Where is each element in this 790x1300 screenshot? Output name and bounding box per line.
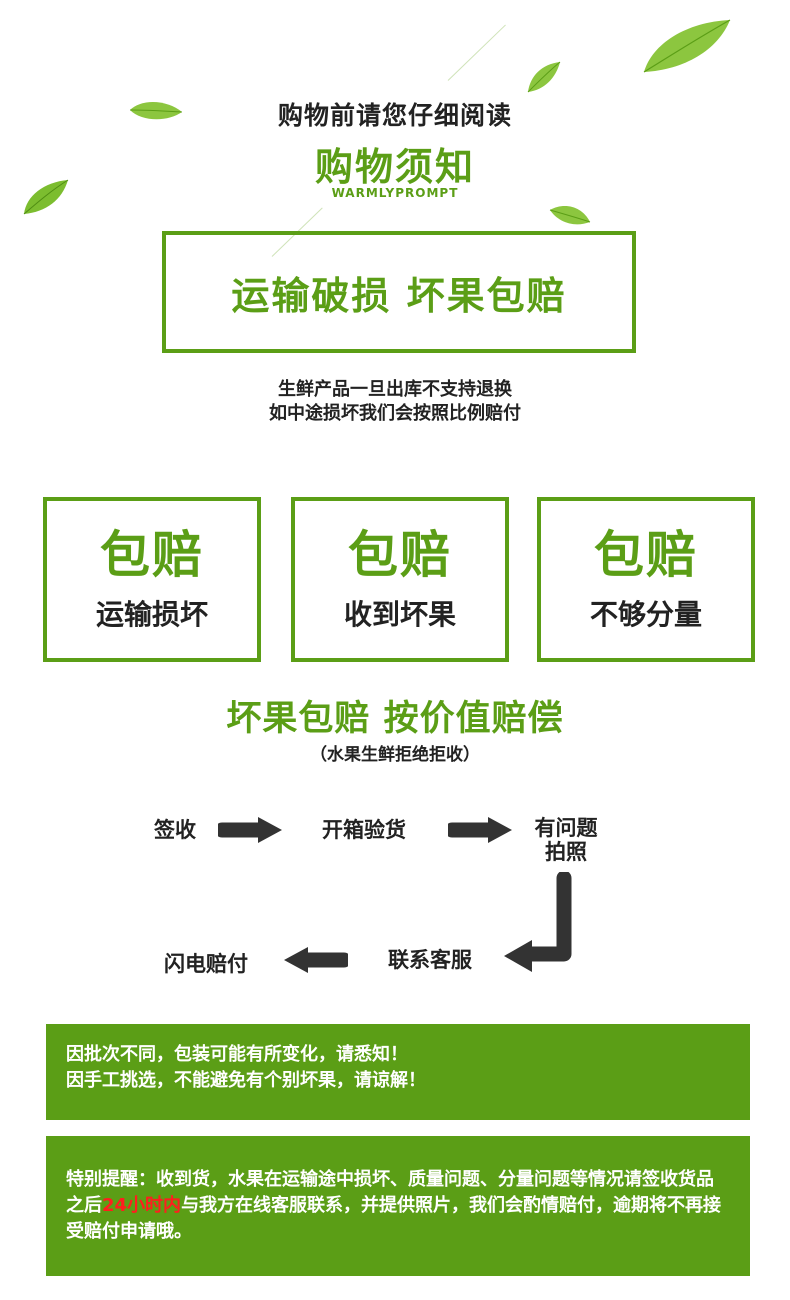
leaf-icon [23, 179, 69, 215]
card-title: 包赔 [348, 526, 452, 584]
leaf-icon [527, 61, 561, 93]
step-line: 拍照 [545, 840, 587, 864]
notice-panel-claims: 特别提醒：收到货，水果在运输途中损坏、质量问题、分量问题等情况请签收货品之后24… [46, 1136, 750, 1276]
guarantee-card-transport: 包赔 运输损坏 [43, 497, 261, 662]
headline-box: 运输破损 坏果包赔 [162, 231, 636, 353]
pre-title: 购物前请您仔细阅读 [277, 101, 512, 130]
policy-line: 生鲜产品一旦出库不支持退换 [278, 379, 512, 400]
headline-text: 运输破损 坏果包赔 [231, 273, 567, 318]
step-line: 有问题 [534, 816, 598, 840]
arrow-down-left-icon [504, 872, 572, 972]
guarantee-card-weight: 包赔 不够分量 [537, 497, 755, 662]
flow-step-photo: 有问题 拍照 [524, 816, 608, 864]
flow-step-inspect: 开箱验货 [322, 818, 406, 842]
leaf-icon [643, 19, 731, 73]
light-streak [447, 24, 506, 81]
page-subtitle: WARMLYPROMPT [331, 186, 459, 200]
slogan: 坏果包赔 按价值赔偿 [226, 699, 564, 739]
flow-step-contact: 联系客服 [388, 948, 472, 972]
card-title: 包赔 [594, 526, 698, 584]
notice-panel-packaging: 因批次不同，包装可能有所变化，请悉知！ 因手工挑选，不能避免有个别坏果，请谅解！ [46, 1024, 750, 1120]
guarantee-card-bad-fruit: 包赔 收到坏果 [291, 497, 509, 662]
leaf-icon [129, 101, 183, 120]
notice-text: 特别提醒：收到货，水果在运输途中损坏、质量问题、分量问题等情况请签收货品之后 [66, 1169, 714, 1216]
flow-step-sign: 签收 [154, 818, 196, 842]
arrow-right-icon [218, 817, 282, 843]
flow-step-payout: 闪电赔付 [164, 952, 248, 976]
policy-text: 生鲜产品一旦出库不支持退换 如中途损坏我们会按照比例赔付 [0, 378, 790, 426]
page-title: 购物须知 [314, 145, 475, 189]
card-label: 收到坏果 [343, 598, 456, 631]
arrow-right-icon [448, 817, 512, 843]
leaf-icon [549, 206, 591, 225]
slogan-note: （水果生鲜拒绝拒收） [310, 745, 480, 765]
card-label: 运输损坏 [95, 598, 208, 631]
notice-line: 因批次不同，包装可能有所变化，请悉知！ [66, 1044, 408, 1065]
arrow-left-icon [284, 947, 348, 973]
card-label: 不够分量 [589, 598, 702, 631]
notice-highlight: 24小时内 [102, 1195, 182, 1216]
notice-line: 因手工挑选，不能避免有个别坏果，请谅解！ [66, 1070, 426, 1091]
card-title: 包赔 [100, 526, 204, 584]
notice-text: 与我方在线客服联系，并提供照片，我们会酌情赔付，逾期将不再接受赔付申请哦。 [66, 1195, 722, 1242]
policy-line: 如中途损坏我们会按照比例赔付 [269, 403, 521, 424]
